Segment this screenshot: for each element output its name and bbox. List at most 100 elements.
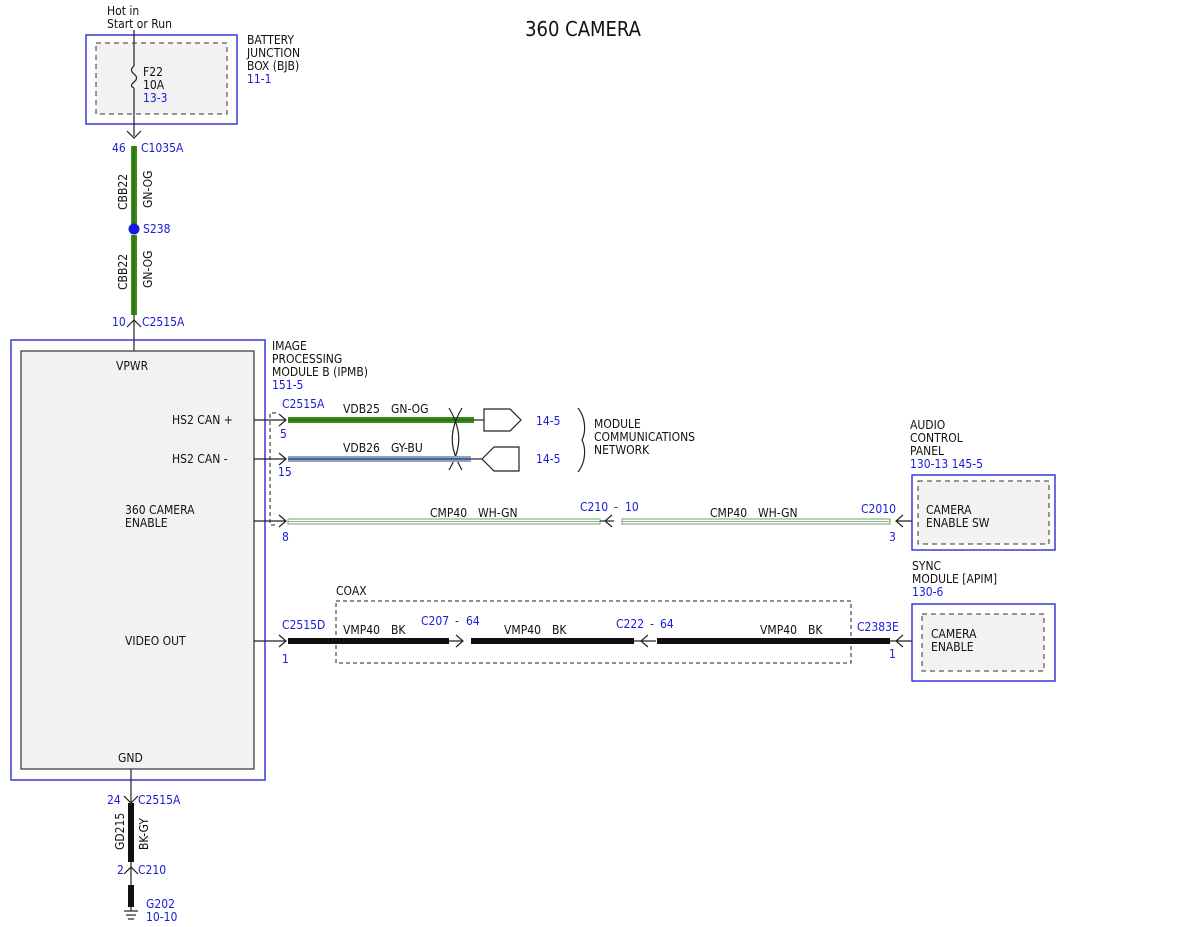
sync-ref: 130-6 xyxy=(912,585,943,599)
acp-outer-box xyxy=(911,474,1056,551)
wire-gd215-lower xyxy=(128,885,134,907)
ipmb-camera-enable-label-line1: 360 CAMERA xyxy=(125,503,195,517)
wire-gd215 xyxy=(128,803,134,862)
enable-pin-left: 8 xyxy=(282,530,289,544)
sync-inner-label-line1: CAMERA xyxy=(931,627,977,641)
bjb-inner-box xyxy=(95,42,228,115)
c2515d-label: C2515D xyxy=(282,618,325,632)
acp-ref: 130-13 145-5 xyxy=(910,457,983,471)
ipmb-label-line1: IMAGE xyxy=(272,339,307,353)
can-plus-connector-icon xyxy=(272,413,287,427)
ipmb-vpwr-pin-label: VPWR xyxy=(116,359,149,373)
connector-c2515a-bracket xyxy=(269,412,276,526)
splice-s238-label: S238 xyxy=(143,222,171,236)
c1035a-pin: 46 xyxy=(112,141,126,155)
sync-outer-box xyxy=(911,603,1056,682)
sync-label-line2: MODULE [APIM] xyxy=(912,572,997,586)
inline-c210-dash: - xyxy=(614,500,618,514)
cmp40-color-right: WH-GN xyxy=(758,506,798,520)
ipmb-inner-box xyxy=(20,350,255,770)
vmp40-color-2: BK xyxy=(552,623,567,637)
c2383e-label: C2383E xyxy=(857,620,899,634)
ipmb-label-line3: MODULE B (IPMB) xyxy=(272,365,368,379)
vmp40-circuit-1: VMP40 xyxy=(343,623,380,637)
can-plus-ref: 14-5 xyxy=(536,414,561,428)
vmp40-color-3: BK xyxy=(808,623,823,637)
acp-inner-label-line1: CAMERA xyxy=(926,503,972,517)
acp-inner-label-line2: ENABLE SW xyxy=(926,516,990,530)
network-brace xyxy=(577,407,586,473)
inline-c222-icon xyxy=(634,634,656,648)
inline-c207-pin: 64 xyxy=(466,614,480,628)
network-label-line2: COMMUNICATIONS xyxy=(594,430,695,444)
vdb26-color: GY-BU xyxy=(391,441,423,455)
c2383e-connector-icon xyxy=(890,634,912,648)
ipmb-outer-box xyxy=(10,339,266,781)
cmp40-circuit-right: CMP40 xyxy=(710,506,747,520)
c2515a-vpwr-label: C2515A xyxy=(142,315,185,329)
c2010-pin: 3 xyxy=(889,530,896,544)
network-label-line1: MODULE xyxy=(594,417,641,431)
cmp40-color-left: WH-GN xyxy=(478,506,518,520)
can-minus-ref: 14-5 xyxy=(536,452,561,466)
ipmb-hs2-can-plus-label: HS2 CAN + xyxy=(172,413,233,427)
cbb22-color-lower: GN-OG xyxy=(141,250,155,288)
page-title: 360 CAMERA xyxy=(525,17,642,41)
c2010-connector-icon xyxy=(895,514,912,528)
connector-c1035a-icon xyxy=(126,130,142,139)
cmp40-circuit-left: CMP40 xyxy=(430,506,467,520)
gnd-c210-pin: 2 xyxy=(117,863,124,877)
ipmb-hs2-can-minus-label: HS2 CAN - xyxy=(172,452,228,466)
bjb-ref: 11-1 xyxy=(247,72,272,86)
inline-c210-pin: 10 xyxy=(625,500,639,514)
cbb22-color-upper: GN-OG xyxy=(141,170,155,208)
c2515a-vpwr-pin: 10 xyxy=(112,315,126,329)
fuse-rating: 10A xyxy=(143,78,165,92)
cbb22-circuit-upper: CBB22 xyxy=(116,174,130,210)
can-plus-offpage-arrow xyxy=(483,408,522,432)
inline-c222-label: C222 xyxy=(616,617,644,631)
gd215-color: BK-GY xyxy=(137,818,151,850)
ground-g202-ref: 10-10 xyxy=(146,910,177,924)
sync-inner-box xyxy=(921,613,1045,672)
fuse-ref: 13-3 xyxy=(143,91,168,105)
twisted-pair-icon xyxy=(448,407,463,471)
c2515d-connector-icon xyxy=(272,634,287,648)
can-plus-pin: 5 xyxy=(280,427,287,441)
vmp40-circuit-3: VMP40 xyxy=(760,623,797,637)
acp-inner-box xyxy=(917,480,1050,545)
sync-label-line1: SYNC xyxy=(912,559,941,573)
c2515d-pin: 1 xyxy=(282,652,289,666)
gd215-circuit: GD215 xyxy=(113,813,127,850)
bjb-label-line3: BOX (BJB) xyxy=(247,59,299,73)
ipmb-gnd-label: GND xyxy=(118,751,143,765)
gnd-c2515a-pin: 24 xyxy=(107,793,121,807)
ground-symbol-icon xyxy=(124,910,138,920)
coax-label: COAX xyxy=(336,584,367,598)
inline-c207-icon xyxy=(449,634,464,648)
inline-c222-dash: - xyxy=(650,617,654,631)
fuse-icon xyxy=(130,65,138,89)
acp-label-line1: AUDIO xyxy=(910,418,945,432)
inline-c222-pin: 64 xyxy=(660,617,674,631)
coax-shield-box xyxy=(335,600,852,664)
c2383e-pin: 1 xyxy=(889,647,896,661)
can-minus-connector-icon xyxy=(272,452,287,466)
sync-inner-label-line2: ENABLE xyxy=(931,640,974,654)
vdb26-circuit: VDB26 xyxy=(343,441,380,455)
acp-label-line3: PANEL xyxy=(910,444,944,458)
vdb25-color: GN-OG xyxy=(391,402,429,416)
ipmb-camera-enable-label-line2: ENABLE xyxy=(125,516,168,530)
fuse-id: F22 xyxy=(143,65,163,79)
can-minus-offpage-arrow xyxy=(481,446,520,472)
vdb25-circuit: VDB25 xyxy=(343,402,380,416)
vmp40-color-1: BK xyxy=(391,623,406,637)
hot-label-line2: Start or Run xyxy=(107,17,172,31)
c2010-label: C2010 xyxy=(861,502,896,516)
bjb-label-line2: JUNCTION xyxy=(246,46,300,60)
vmp40-circuit-2: VMP40 xyxy=(504,623,541,637)
cbb22-circuit-lower: CBB22 xyxy=(116,254,130,290)
ipmb-label-line2: PROCESSING xyxy=(272,352,342,366)
inline-c207-label: C207 xyxy=(421,614,449,628)
gnd-c210-label: C210 xyxy=(138,863,166,877)
